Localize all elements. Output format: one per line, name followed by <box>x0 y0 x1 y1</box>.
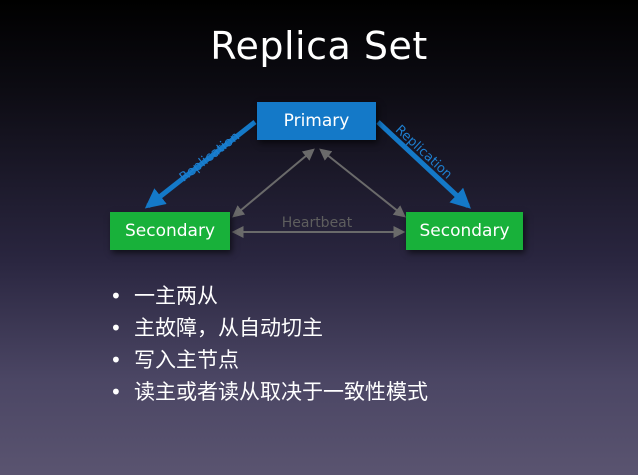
heartbeat-left-arrow <box>232 148 315 218</box>
replication-right-label: Replication <box>392 122 455 182</box>
heartbeat-label: Heartbeat <box>282 215 353 231</box>
primary-node: Primary <box>257 102 376 140</box>
bullet-dot: • <box>110 316 122 340</box>
bullet-item: • 一主两从 <box>110 280 428 312</box>
bullet-text: 写入主节点 <box>134 348 239 372</box>
replication-right-arrow <box>376 120 471 209</box>
bullet-item: • 主故障，从自动切主 <box>110 312 428 344</box>
bullet-list: • 一主两从 • 主故障，从自动切主 • 写入主节点 • 读主或者读从取决于一致性模式 <box>110 280 428 408</box>
bullet-dot: • <box>110 380 122 404</box>
bullet-text: 读主或者读从取决于一致性模式 <box>134 380 428 404</box>
replication-left-arrow <box>144 120 257 209</box>
heartbeat-right-arrow <box>319 148 406 218</box>
bullet-dot: • <box>110 348 122 372</box>
bullet-text: 一主两从 <box>134 284 218 308</box>
bullet-item: • 写入主节点 <box>110 344 428 376</box>
secondary-node-left: Secondary <box>110 212 230 250</box>
bullet-item: • 读主或者读从取决于一致性模式 <box>110 376 428 408</box>
slide-title: Replica Set <box>210 24 428 68</box>
bullet-text: 主故障，从自动切主 <box>134 316 323 340</box>
secondary-node-right: Secondary <box>406 212 523 250</box>
bullet-dot: • <box>110 284 122 308</box>
replication-left-label: Replication <box>177 129 243 185</box>
